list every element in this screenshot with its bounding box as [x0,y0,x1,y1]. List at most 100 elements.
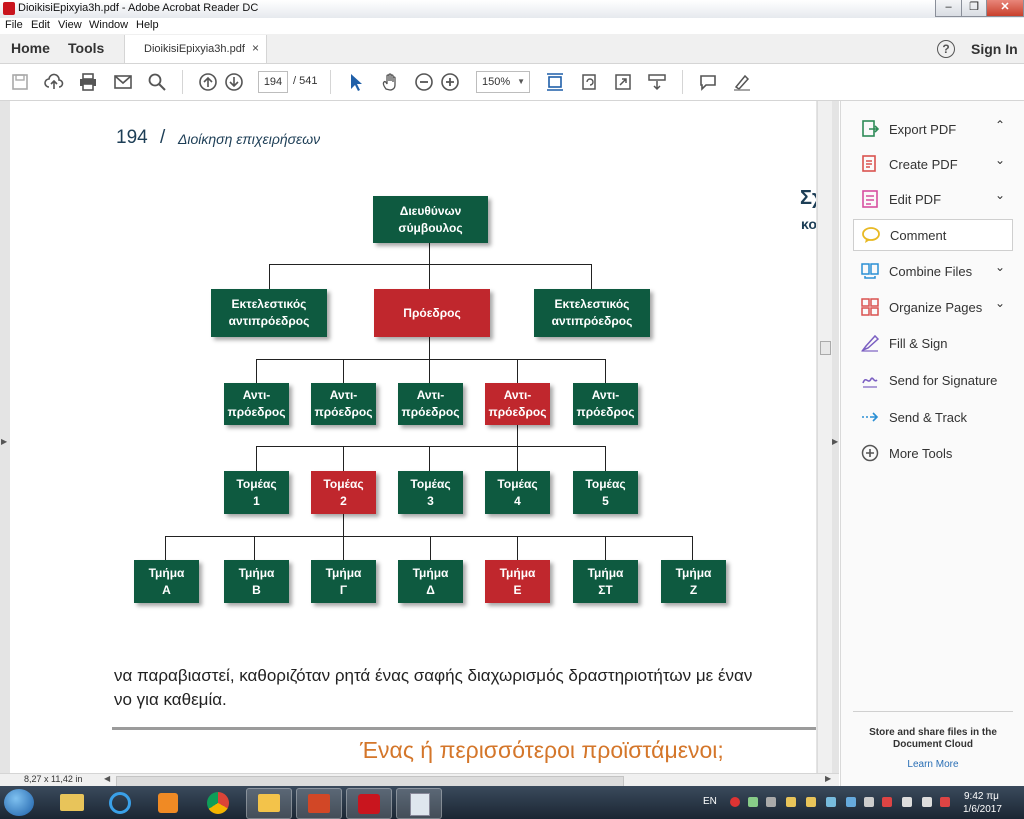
menu-view[interactable]: View [58,19,82,31]
close-window-button[interactable]: ✕ [986,0,1024,17]
connector-line [517,536,518,560]
menu-edit[interactable]: Edit [31,19,50,31]
acrobat-app-icon [3,2,15,15]
scroll-mode-icon[interactable] [647,72,667,92]
taskbar-chrome[interactable] [196,788,240,817]
zoom-in-icon[interactable] [440,72,460,92]
cropped-heading: Σχ [800,187,816,209]
right-panel-toggle-icon[interactable]: ▶ [832,437,839,446]
taskbar-acrobat[interactable] [346,788,392,819]
menu-file[interactable]: File [5,19,23,31]
tab-tools[interactable]: Tools [68,40,105,56]
status-bar: 8,27 x 11,42 in ◀ ▶ [0,773,839,787]
page-total: / 541 [293,75,318,87]
hand-tool-icon[interactable] [380,72,400,92]
tray-icon[interactable] [766,797,776,807]
tray-icon[interactable] [786,797,796,807]
previous-page-icon[interactable] [198,72,218,92]
toolbar-divider [182,70,183,94]
tool-organize-pages[interactable]: Organize Pages ⌄ [853,292,1005,322]
tool-comment[interactable]: Comment [853,219,1013,251]
chevron-down-icon[interactable]: ⌄ [995,260,1006,274]
chevron-up-icon[interactable]: ⌃ [995,118,1006,132]
org-box-vice-president: Αντι- πρόεδρος [398,383,463,425]
taskbar-internet-explorer[interactable] [98,788,142,817]
restore-button[interactable]: ❐ [961,0,987,17]
org-box-sector: Τομέας 3 [398,471,463,514]
scroll-left-icon[interactable]: ◀ [104,774,111,783]
tool-send-track[interactable]: Send & Track [853,402,1001,432]
save-icon[interactable] [10,72,30,92]
highlight-pen-icon[interactable] [732,72,752,92]
email-icon[interactable] [113,72,133,92]
tool-label: Export PDF [889,122,957,137]
taskbar-document-viewer[interactable] [396,788,442,819]
create-pdf-icon [861,155,879,173]
volume-tray-icon[interactable] [922,797,932,807]
tool-create-pdf[interactable]: Create PDF ⌄ [853,149,1005,179]
tray-icon[interactable] [748,797,758,807]
full-screen-icon[interactable] [613,72,633,92]
fill-sign-icon [860,334,880,352]
clock-date[interactable]: 1/6/2017 [963,804,1002,815]
tray-icon[interactable] [806,797,816,807]
taskbar-explorer[interactable] [50,788,94,817]
antivirus-tray-icon[interactable] [730,797,740,807]
vertical-scrollbar[interactable] [817,101,832,773]
taskbar-outlook[interactable] [246,788,292,819]
chevron-down-icon[interactable]: ⌄ [995,153,1006,167]
tool-export-pdf[interactable]: Export PDF ⌃ [853,114,1005,144]
tool-label: Organize Pages [889,300,983,315]
taskbar-powerpoint[interactable] [296,788,342,819]
help-icon[interactable]: ? [937,40,955,58]
mail-icon [258,794,280,812]
sign-in-link[interactable]: Sign In [971,41,1018,57]
menu-window[interactable]: Window [89,19,129,31]
next-page-icon[interactable] [224,72,244,92]
connector-line [517,446,518,471]
tab-document[interactable]: DioikisiEpixyia3h.pdf × [124,35,267,63]
start-button[interactable] [4,789,34,816]
menu-help[interactable]: Help [136,19,159,31]
tool-send-for-signature[interactable]: Send for Signature [853,365,1001,395]
menu-bar: File Edit View Window Help [0,18,1024,34]
tray-icon[interactable] [846,797,856,807]
network-tray-icon[interactable] [902,797,912,807]
page-number-input[interactable]: 194 [258,71,288,93]
section-heading: Ένας ή περισσότεροι προϊστάμενοι; [360,737,724,763]
tool-more-tools[interactable]: More Tools [853,438,1001,468]
left-panel-toggle-icon[interactable]: ▶ [1,437,8,446]
scroll-thumb[interactable] [820,341,831,355]
upload-cloud-icon[interactable] [44,72,64,92]
minimize-button[interactable]: – [935,0,962,17]
zoom-out-icon[interactable] [414,72,434,92]
body-text-line: νο για καθεμία. [114,690,227,709]
document-viewport[interactable]: 194 / Διοίκηση επιχειρήσεων Σχ κο [0,101,839,773]
tool-fill-sign[interactable]: Fill & Sign [853,328,1001,358]
tray-icon[interactable] [882,797,892,807]
learn-more-link[interactable]: Learn More [907,759,959,770]
search-icon[interactable] [147,72,167,92]
clock-time[interactable]: 9:42 πμ [964,791,999,802]
zoom-level-select[interactable]: 150% ▼ [476,71,530,93]
org-box-executive-vp-right: Εκτελεστικός αντιπρόεδρος [534,289,650,337]
scroll-right-icon[interactable]: ▶ [825,774,832,783]
select-cursor-icon[interactable] [346,72,366,92]
chevron-down-icon[interactable]: ⌄ [995,296,1006,310]
comment-icon[interactable] [698,72,718,92]
org-box-president: Πρόεδρος [374,289,490,337]
input-language-indicator[interactable]: EN [703,796,717,807]
org-box-sector: Τομέας 5 [573,471,638,514]
tray-icon[interactable] [826,797,836,807]
tool-combine-files[interactable]: Combine Files ⌄ [853,256,1005,286]
taskbar-media-player[interactable] [146,788,190,817]
tray-icon[interactable] [864,797,874,807]
chevron-down-icon[interactable]: ⌄ [995,188,1006,202]
tab-home[interactable]: Home [11,40,50,56]
tool-edit-pdf[interactable]: Edit PDF ⌄ [853,184,1005,214]
rotate-page-icon[interactable] [579,72,599,92]
close-tab-icon[interactable]: × [252,41,260,55]
fit-page-icon[interactable] [545,72,565,92]
action-center-flag-icon[interactable] [940,797,950,807]
print-icon[interactable] [78,72,98,92]
